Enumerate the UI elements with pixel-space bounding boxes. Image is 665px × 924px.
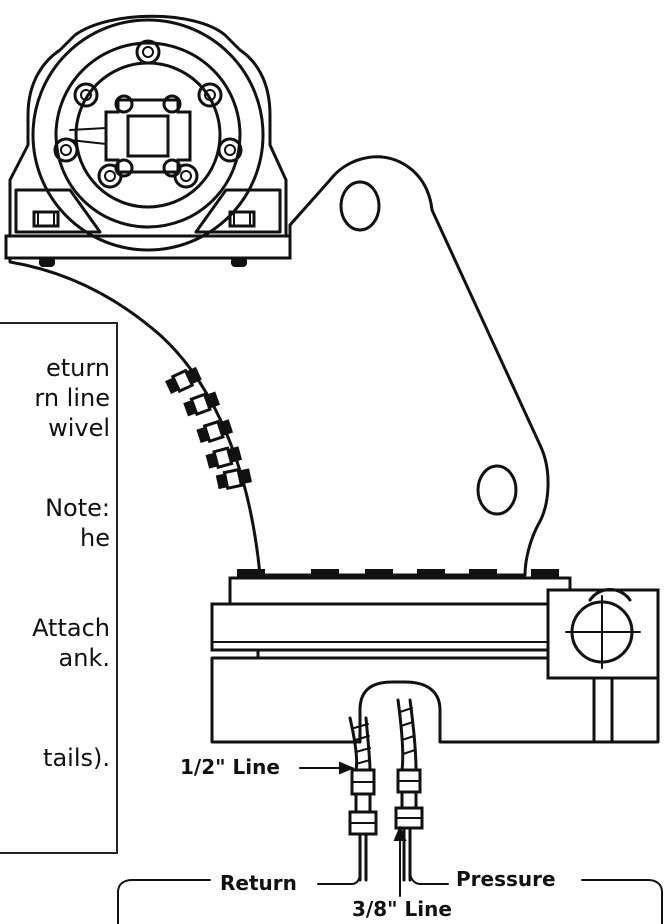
hydraulic-hoses [348, 698, 418, 772]
note-line-4: Note: [45, 494, 110, 522]
note-line-5: he [80, 524, 110, 552]
note-line-6: Attach [32, 614, 110, 642]
label-three-eighth-line: 3/8" Line [352, 897, 452, 921]
left-fitting-stack [348, 768, 378, 882]
upper-mounting-hole [339, 180, 381, 232]
label-pressure: Pressure [456, 867, 556, 891]
note-line-1: eturn [45, 354, 110, 382]
arc-fittings [165, 366, 252, 491]
bottom-bracket-right [581, 879, 663, 924]
leader-lines [299, 761, 449, 897]
lower-swivel-body [210, 569, 660, 744]
label-half-inch-line: 1/2" Line [180, 755, 280, 779]
label-return: Return [220, 871, 297, 895]
bottom-bracket [117, 879, 211, 924]
note-line-8: tails). [43, 744, 110, 772]
lower-mounting-hole [476, 464, 518, 516]
note-line-2: rn line [34, 384, 110, 412]
arm-plate-outline [8, 155, 550, 577]
note-line-3: wivel [48, 414, 110, 442]
top-motor-assembly [4, 14, 292, 267]
note-box: eturn rn line wivel Note: he Attach ank.… [0, 322, 118, 854]
note-line-7: ank. [58, 644, 110, 672]
